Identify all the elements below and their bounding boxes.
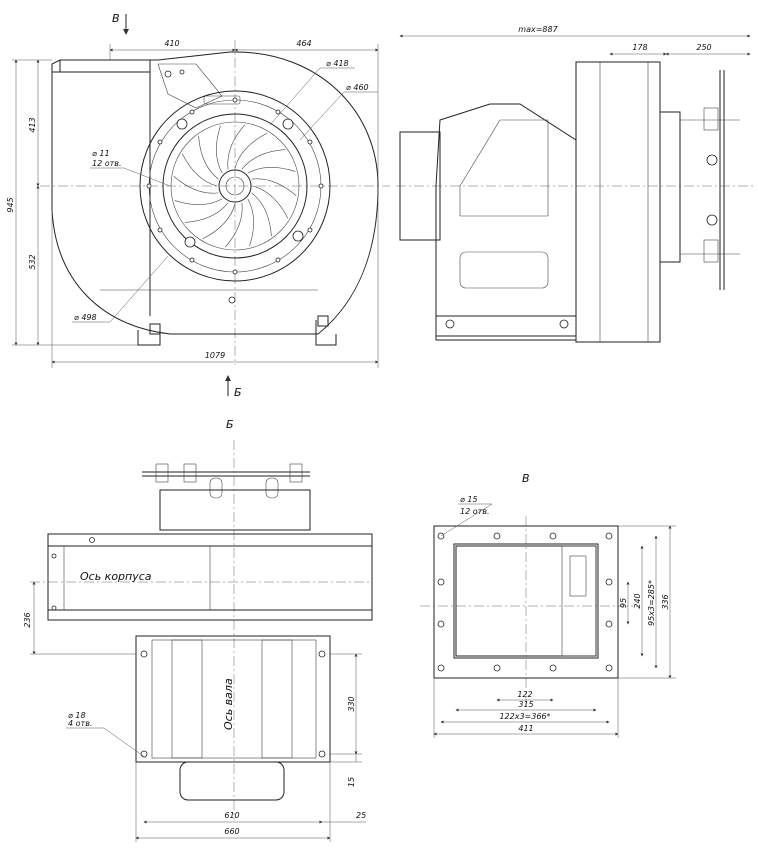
dim-410: 410 [164,39,179,48]
front-view: 410 464 945 413 532 1079 ⌀ 418 ⌀ 460 ⌀ 4… [6,12,390,399]
hole-15-count: 12 отв. [460,507,490,516]
dim-610: 610 [224,811,239,820]
motor-body [399,131,441,241]
motor-plan [179,761,285,801]
dim-15: 15 [347,777,356,787]
arrow-b-label: Б [234,386,242,399]
impeller-blade [173,176,219,194]
motor-bracket [157,63,223,109]
dim-945: 945 [6,197,15,212]
dim-464: 464 [296,39,311,48]
dim-122x3: 122x3=366* [499,712,550,721]
dim-336: 336 [661,594,670,609]
dim-315: 315 [518,700,533,709]
dim-413: 413 [28,117,37,132]
hole-18-count: 4 отв. [68,719,92,728]
hole-15: ⌀ 15 [460,495,478,504]
dim-660: 660 [224,827,239,836]
dim-max-887: max=887 [518,25,558,34]
outlet-opening [453,543,599,659]
fan-housing-plan [47,533,373,621]
impeller-blade [198,135,219,180]
side-view: max=887 178 250 [396,25,756,343]
impeller-blade [225,202,243,248]
dim-95x3: 95x3=285* [647,580,656,626]
flex-connector [659,111,681,263]
impeller-blade [234,132,268,169]
dim-178: 178 [632,43,647,52]
volute-housing [51,51,379,335]
view-b: Б Ось корпуса Ось вала [23,418,373,842]
impeller-blade [247,198,254,247]
dia-460: ⌀ 460 [346,83,369,92]
dim-532: 532 [28,254,37,269]
foot-left [137,330,161,346]
outlet-flange-holes [437,532,613,672]
side-housing [435,103,577,337]
impeller-blade [227,124,245,170]
dim-122: 122 [517,690,532,699]
label-shaft-axis: Ось вала [222,678,235,730]
label-housing-axis: Ось корпуса [80,570,152,583]
clamps [703,107,719,263]
dim-240: 240 [633,593,642,608]
dim-411: 411 [518,724,533,733]
impeller-blade [181,153,218,187]
impeller-blade [241,149,286,170]
outlet-flange [433,525,619,679]
impeller-blade [174,198,223,205]
impeller-blade [184,202,229,223]
dim-25: 25 [356,811,366,820]
foot-right [315,320,337,346]
hole-18: ⌀ 18 [68,711,86,720]
view-v-title: В [522,472,530,485]
impeller-blades [173,124,297,248]
view-v: В ⌀ 15 12 отв. 95 240 [420,472,676,738]
hole-11: ⌀ 11 [92,149,110,158]
dim-250: 250 [696,43,711,52]
view-b-title: Б [226,418,234,431]
hub [218,169,252,203]
impeller-blade [251,178,297,196]
impeller-blade [202,203,236,240]
dim-330: 330 [347,696,356,711]
dim-1079: 1079 [205,351,225,360]
impeller-blade [247,167,296,174]
impeller-blade [216,125,223,174]
outlet-duct [575,61,661,343]
arrow-v-label: В [112,12,120,25]
top-clamps [155,463,303,499]
inlet-ring [162,113,308,259]
dim-236: 236 [23,612,32,627]
impeller-blade [251,192,272,237]
dia-418: ⌀ 418 [326,59,349,68]
impeller-blade [252,185,289,219]
outer-flange-ring [139,90,331,282]
hole-11-count: 12 отв. [92,159,122,168]
dim-95: 95 [619,598,628,608]
flange-holes [146,97,324,275]
dia-498: ⌀ 498 [74,313,97,322]
